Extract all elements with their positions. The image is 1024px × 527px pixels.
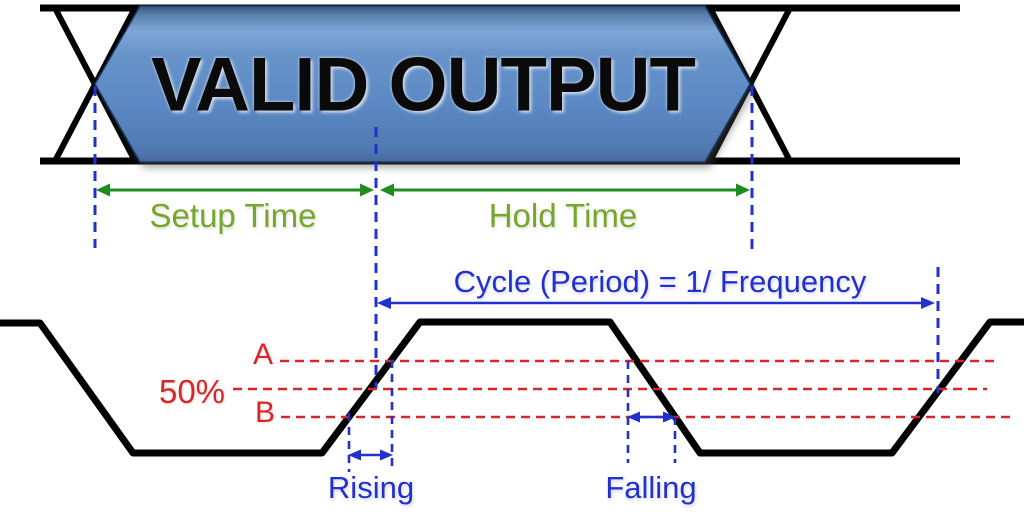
hold-arrowhead-left <box>380 183 394 197</box>
dashed-guides <box>93 86 940 393</box>
falling-label: Falling <box>605 470 697 505</box>
falling-measure-arrow <box>627 411 676 423</box>
threshold-b-label: B <box>254 396 276 429</box>
rising-label: Rising <box>327 470 415 505</box>
hold-time-arrow <box>380 183 750 197</box>
setup-arrowhead-left <box>96 183 110 197</box>
hold-time-label: Hold Time <box>488 197 638 234</box>
cycle-arrow <box>377 297 935 309</box>
falling-arrowhead-right <box>663 411 676 423</box>
falling-arrowhead-left <box>627 411 640 423</box>
setup-time-arrow <box>96 183 374 197</box>
rising-arrowhead-left <box>348 449 361 461</box>
valid-output-banner <box>94 5 751 163</box>
cycle-arrowhead-left <box>377 297 391 309</box>
hold-arrowhead-right <box>736 183 750 197</box>
setup-time-label: Setup Time <box>149 197 317 234</box>
cycle-period-label: Cycle (Period) = 1/ Frequency <box>453 264 867 299</box>
threshold-a-label: A <box>252 338 274 371</box>
cycle-arrowhead-right <box>921 297 935 309</box>
setup-arrowhead-right <box>360 183 374 197</box>
threshold-50-label: 50% <box>158 373 226 410</box>
edge-measure-guides <box>347 360 677 472</box>
valid-output-label: VALID OUTPUT <box>151 42 696 128</box>
threshold-lines <box>233 359 1013 419</box>
clock-waveform <box>0 318 1024 457</box>
rising-measure-arrow <box>348 449 393 461</box>
rising-arrowhead-right <box>380 449 393 461</box>
